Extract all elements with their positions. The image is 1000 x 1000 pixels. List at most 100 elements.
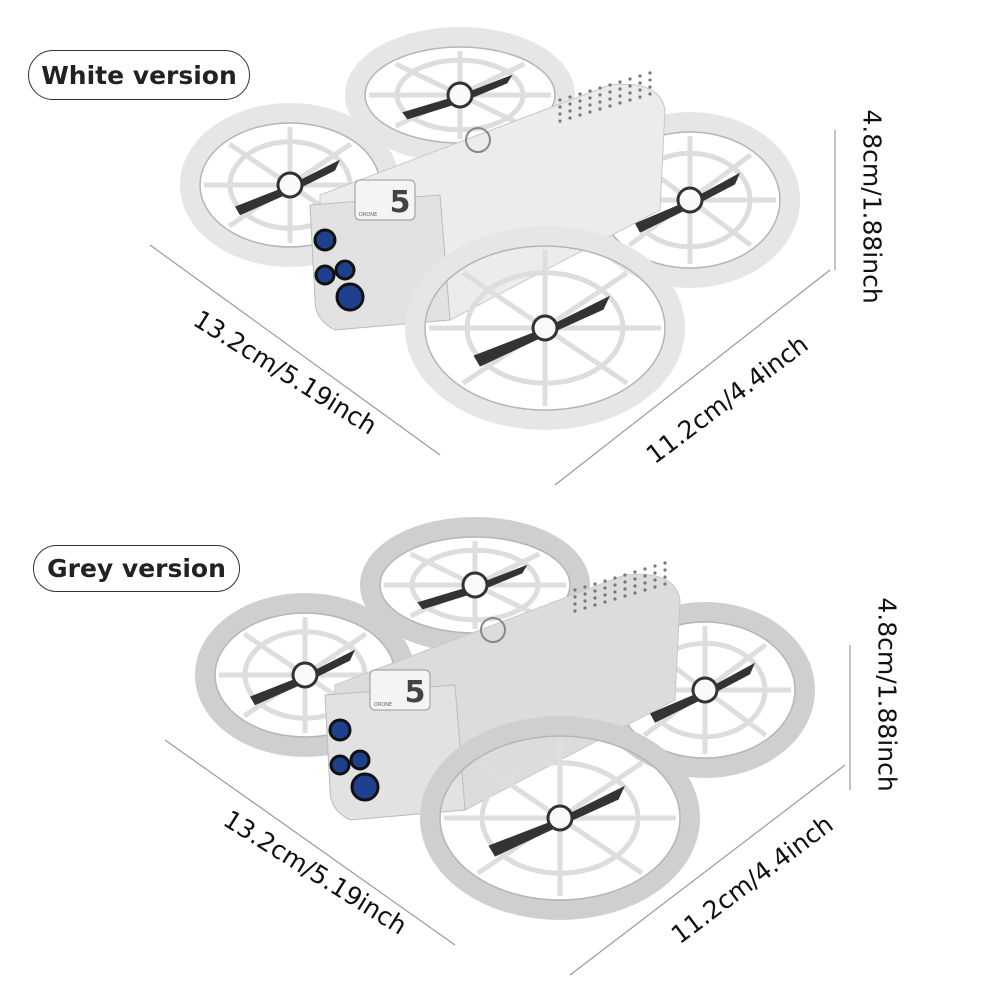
- vent-dot: [578, 99, 582, 103]
- camera-lens: [335, 282, 365, 312]
- vent-dot: [558, 119, 562, 123]
- vent-dot: [598, 100, 602, 104]
- motor-hub: [461, 571, 489, 599]
- vent-dot: [663, 582, 667, 586]
- vent-dot: [613, 597, 617, 601]
- camera-lens: [328, 718, 352, 742]
- vent-dot: [633, 584, 637, 588]
- logo-text: DRONE: [359, 212, 377, 218]
- guard-spoke: [476, 760, 562, 821]
- vent-dot: [623, 573, 627, 577]
- vent-dot: [558, 105, 562, 109]
- motor-hub: [446, 81, 474, 109]
- vent-dot: [623, 580, 627, 584]
- vent-dot: [613, 576, 617, 580]
- vent-dot: [598, 93, 602, 97]
- motor-hub: [531, 314, 559, 342]
- vent-dot: [613, 583, 617, 587]
- vent-dot: [628, 84, 632, 88]
- vent-dot: [643, 581, 647, 585]
- vent-dot: [583, 606, 587, 610]
- vent-dot: [618, 101, 622, 105]
- camera-lens: [329, 754, 351, 776]
- vent-dot: [648, 92, 652, 96]
- vent-dot: [643, 567, 647, 571]
- logo-text: DRONE: [374, 702, 392, 708]
- width-dimension-line: [569, 764, 846, 976]
- vent-dot: [588, 89, 592, 93]
- vent-dot: [573, 609, 577, 613]
- motor-hub: [676, 186, 704, 214]
- motor-hub: [291, 661, 319, 689]
- motor-hub: [691, 676, 719, 704]
- height-label: 4.8cm/1.88inch: [857, 109, 887, 304]
- camera-lens: [334, 259, 356, 281]
- vent-dot: [578, 113, 582, 117]
- vent-dot: [663, 575, 667, 579]
- vent-dot: [653, 578, 657, 582]
- vent-dot: [648, 78, 652, 82]
- camera-lens: [350, 772, 380, 802]
- vent-dot: [643, 574, 647, 578]
- guard-spoke: [558, 760, 644, 821]
- propeller-guard-edge: [424, 245, 666, 411]
- vent-dot: [608, 97, 612, 101]
- vent-dot: [623, 594, 627, 598]
- vent-dot: [603, 586, 607, 590]
- width-dimension-line: [554, 269, 831, 486]
- vent-dot: [653, 564, 657, 568]
- vent-dot: [593, 603, 597, 607]
- vent-dot: [578, 92, 582, 96]
- vent-dot: [628, 98, 632, 102]
- vent-dot: [573, 602, 577, 606]
- vent-dot: [623, 587, 627, 591]
- vent-dot: [608, 83, 612, 87]
- vent-dot: [638, 95, 642, 99]
- vent-dot: [608, 104, 612, 108]
- vent-dot: [603, 579, 607, 583]
- vent-dot: [628, 91, 632, 95]
- vent-dot: [618, 80, 622, 84]
- vent-dot: [593, 596, 597, 600]
- length-dimension-line: [164, 739, 456, 946]
- vent-dot: [613, 590, 617, 594]
- vent-dot: [568, 109, 572, 113]
- vent-dot: [568, 102, 572, 106]
- grey-drone: DRONE 5: [195, 517, 815, 920]
- guard-spoke: [543, 325, 629, 386]
- length-dimension-line: [149, 244, 441, 456]
- guard-spoke: [461, 270, 547, 331]
- guard-spoke: [543, 270, 629, 331]
- vent-dot: [603, 593, 607, 597]
- vent-dot: [648, 85, 652, 89]
- vent-dot: [603, 600, 607, 604]
- height-label: 4.8cm/1.88inch: [872, 597, 902, 792]
- vent-dot: [633, 570, 637, 574]
- logo-number: 5: [405, 675, 426, 710]
- vent-dot: [638, 81, 642, 85]
- vent-dot: [583, 585, 587, 589]
- propeller-guard-edge: [439, 735, 681, 901]
- power-button-icon: [465, 127, 491, 153]
- camera-lens: [314, 264, 336, 286]
- logo-badge: [369, 669, 431, 711]
- version-label-grey: Grey version: [33, 545, 240, 592]
- vent-dot: [588, 110, 592, 114]
- vent-dot: [648, 71, 652, 75]
- power-button-icon: [480, 617, 506, 643]
- vent-dot: [633, 577, 637, 581]
- logo-badge: [354, 179, 416, 221]
- vent-dot: [583, 592, 587, 596]
- vent-dot: [588, 96, 592, 100]
- vent-dot: [618, 94, 622, 98]
- motor-hub: [546, 804, 574, 832]
- vent-dot: [558, 112, 562, 116]
- version-label-white: White version: [28, 50, 250, 100]
- vent-dot: [578, 106, 582, 110]
- motor-hub: [276, 171, 304, 199]
- vent-dot: [628, 77, 632, 81]
- vent-dot: [633, 591, 637, 595]
- vent-dot: [558, 98, 562, 102]
